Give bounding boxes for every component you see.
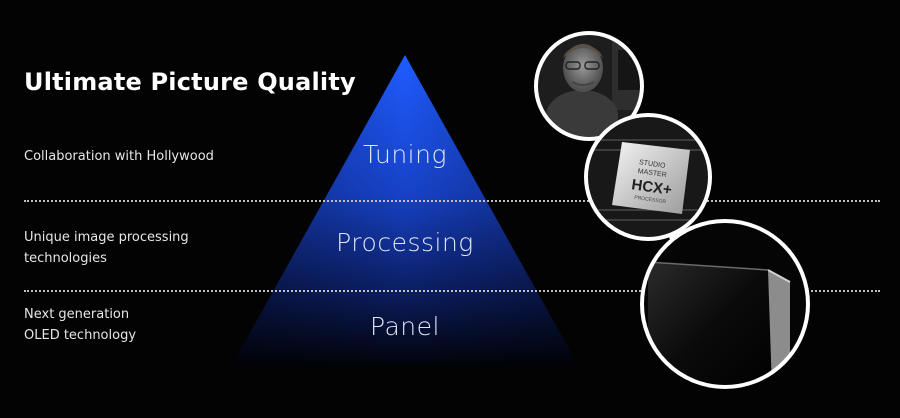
chip-text-hcx: HCX+: [630, 176, 673, 198]
row-divider: [24, 200, 880, 202]
description-panel: Next generation OLED technology: [24, 307, 137, 343]
tier-label-processing: Processing: [336, 228, 474, 257]
slide-title: Ultimate Picture Quality: [24, 68, 356, 96]
chip-text-studio: STUDIO: [639, 159, 667, 170]
chip-text-master: MASTER: [637, 168, 667, 179]
description-processing: Unique image processing technologies: [24, 230, 189, 266]
processor-chip-image: STUDIO MASTER HCX+ PROCESSOR: [586, 115, 710, 239]
tier-label-tuning: Tuning: [363, 140, 447, 169]
tier-label-panel: Panel: [370, 312, 440, 341]
row-divider: [24, 290, 880, 292]
oled-panel-image: [642, 221, 808, 387]
portrait-image: [536, 33, 642, 139]
chip-text-processor: PROCESSOR: [634, 195, 667, 205]
description-tuning: Collaboration with Hollywood: [24, 149, 214, 164]
